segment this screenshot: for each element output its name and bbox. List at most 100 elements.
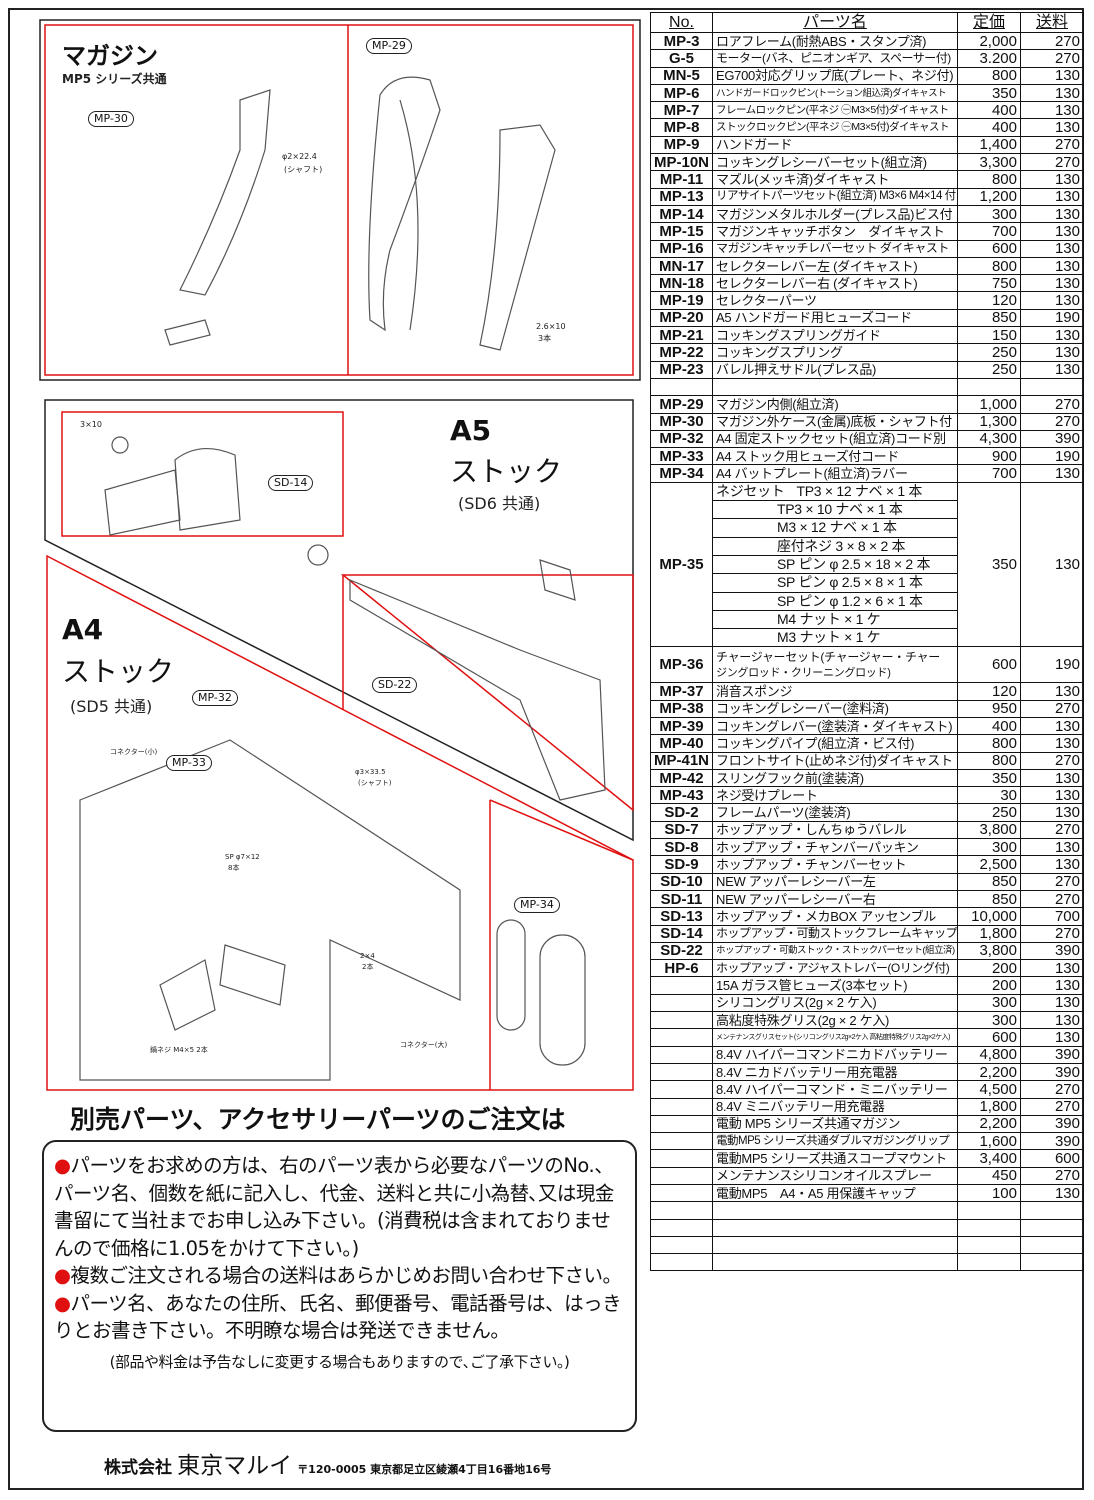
order-note: (部品や料金は予告なしに変更する場合もありますので､ご了承下さい。) (109, 1352, 570, 1371)
part-no: MP-19 (650, 291, 713, 310)
part-shipping: 130 (1020, 786, 1084, 805)
part-shipping: 130 (1020, 360, 1084, 379)
part-name: ストックロックピン(平ネジ ㊀M3×5付)ダイキャスト (712, 118, 958, 137)
a4-title2: ストック (62, 655, 175, 688)
part-name: ホップアップ・可動ストック・ストックパーセット(組立済) (712, 941, 958, 961)
part-price: 4,300 (957, 429, 1021, 449)
order-bullet-1: ●パーツをお求めの方は、右のパーツ表から必要なパーツのNo.、パーツ名、個数を紙… (54, 1154, 614, 1260)
company-name: 東京マルイ (177, 1453, 293, 1479)
part-shipping: 390 (1020, 429, 1084, 449)
part-price: 1,600 (957, 1132, 1021, 1151)
part-price: 350 (957, 768, 1021, 788)
part-no: MP-7 (650, 101, 713, 120)
part-no: SD-14 (650, 924, 713, 943)
part-no: MP-32 (650, 429, 713, 449)
part-no (650, 1166, 713, 1186)
part-name: 15A ガラス管ヒューズ(3本セット) (712, 976, 958, 995)
part-name: コッキングレシーバーセット(組立済) (712, 153, 958, 172)
company-address: 〒120-0005 東京都足立区綾瀬4丁目16番地16号 (297, 1463, 552, 1476)
part-price (957, 1201, 1021, 1220)
shaft-note-a4: φ3×33.5 (355, 768, 386, 776)
header-name: パーツ名 (712, 12, 958, 33)
part-name: SP ピン φ 1.2 × 6 × 1 本 (712, 591, 958, 611)
part-no (650, 1011, 713, 1030)
part-name: ネジ受けプレート (712, 786, 958, 805)
part-price: 600 (957, 1028, 1021, 1047)
part-no: MP-36 (650, 646, 713, 684)
part-name: フレームパーツ(塗装済) (712, 803, 958, 822)
part-name: モーター(バネ、ピニオンギア、スペーサー付) (712, 49, 958, 68)
connector-large-note: コネクター(大) (400, 1041, 448, 1049)
part-no: MP-35 (650, 481, 713, 648)
part-name: チャージャーセット(チャージャー・チャージングロッド・クリーニングロッド) (712, 646, 958, 684)
part-shipping: 190 (1020, 646, 1084, 684)
part-name: NEW アッパーレシーバー左 (712, 872, 958, 891)
part-shipping: 270 (1020, 395, 1084, 414)
table-row: M3 ナット × 1 ケ (651, 628, 1084, 648)
part-shipping: 130 (1020, 716, 1084, 736)
part-price (957, 1253, 1021, 1272)
part-no (650, 993, 713, 1013)
part-name: マガジン外ケース(金属)底板・シャフト付 (712, 412, 958, 431)
part-price: 950 (957, 699, 1021, 718)
part-shipping: 270 (1020, 699, 1084, 718)
part-no: MP-13 (650, 187, 713, 206)
part-shipping (1020, 1218, 1084, 1237)
part-shipping: 130 (1020, 222, 1084, 241)
a4-title: A4 (62, 613, 104, 646)
a5-title2: ストック (450, 455, 563, 488)
part-no: MP-22 (650, 343, 713, 362)
part-price: 3,800 (957, 820, 1021, 840)
part-price: 4,800 (957, 1045, 1021, 1064)
part-no: MP-41N (650, 751, 713, 770)
sp-pin-count: 8本 (228, 864, 240, 872)
screw-2x4-count: 2本 (362, 963, 374, 971)
part-price: 1,300 (957, 412, 1021, 431)
part-shipping: 130 (1020, 1183, 1084, 1203)
part-shipping: 130 (1020, 343, 1084, 362)
table-row (650, 1201, 1084, 1220)
part-name: コッキングレバー(塗装済・ダイキャスト) (712, 716, 958, 736)
part-shipping: 390 (1020, 1114, 1084, 1134)
part-name: A5 ハンドガード用ヒューズコード (712, 308, 958, 328)
order-bullet-3: ●パーツ名、あなたの住所、氏名、郵便番号、電話番号は、はっきりとお書き下さい。不… (54, 1291, 622, 1343)
part-price: 700 (957, 464, 1021, 483)
part-name: A4 バットプレート(組立済)ラバー (712, 464, 958, 483)
part-shipping: 270 (1020, 889, 1084, 909)
tag-mp-34: MP-34 (514, 897, 560, 913)
part-shipping: 130 (1020, 734, 1084, 753)
part-shipping: 130 (1020, 464, 1084, 483)
connector-small-note: コネクター(小) (110, 748, 158, 756)
part-no (650, 1132, 713, 1151)
part-price: 1,400 (957, 135, 1021, 155)
part-name: EG700対応グリップ底(プレート、ネジ付) (712, 66, 958, 85)
part-shipping: 130 (1020, 66, 1084, 85)
part-no (650, 1114, 713, 1134)
part-shipping: 390 (1020, 1062, 1084, 1082)
part-shipping: 700 (1020, 907, 1084, 926)
part-shipping: 270 (1020, 31, 1084, 51)
screw-2x4-note: 2×4 (360, 952, 375, 960)
part-price: 2,500 (957, 855, 1021, 874)
table-row (650, 1253, 1084, 1272)
part-price: 250 (957, 803, 1021, 822)
part-no: MN-17 (650, 256, 713, 276)
table-row: メンテナンスグリスセット(シリコングリス2g×2ケ入 高粘度特殊グリス2g×2ケ… (650, 1028, 1084, 1047)
part-shipping: 130 (1020, 838, 1084, 857)
tag-sd-14: SD-14 (268, 475, 314, 491)
part-price: 850 (957, 889, 1021, 909)
part-no (650, 1028, 713, 1047)
part-price: 450 (957, 1166, 1021, 1186)
tag-mp-30: MP-30 (88, 111, 134, 127)
part-shipping: 130 (1020, 170, 1084, 189)
part-name: 電動MP5 A4・A5 用保護キャップ (712, 1183, 958, 1203)
table-row: SP ピン φ 1.2 × 6 × 1 本 (651, 591, 1084, 611)
screw-set-item: TP3 × 10 ナベ × 1 本 (777, 501, 903, 518)
